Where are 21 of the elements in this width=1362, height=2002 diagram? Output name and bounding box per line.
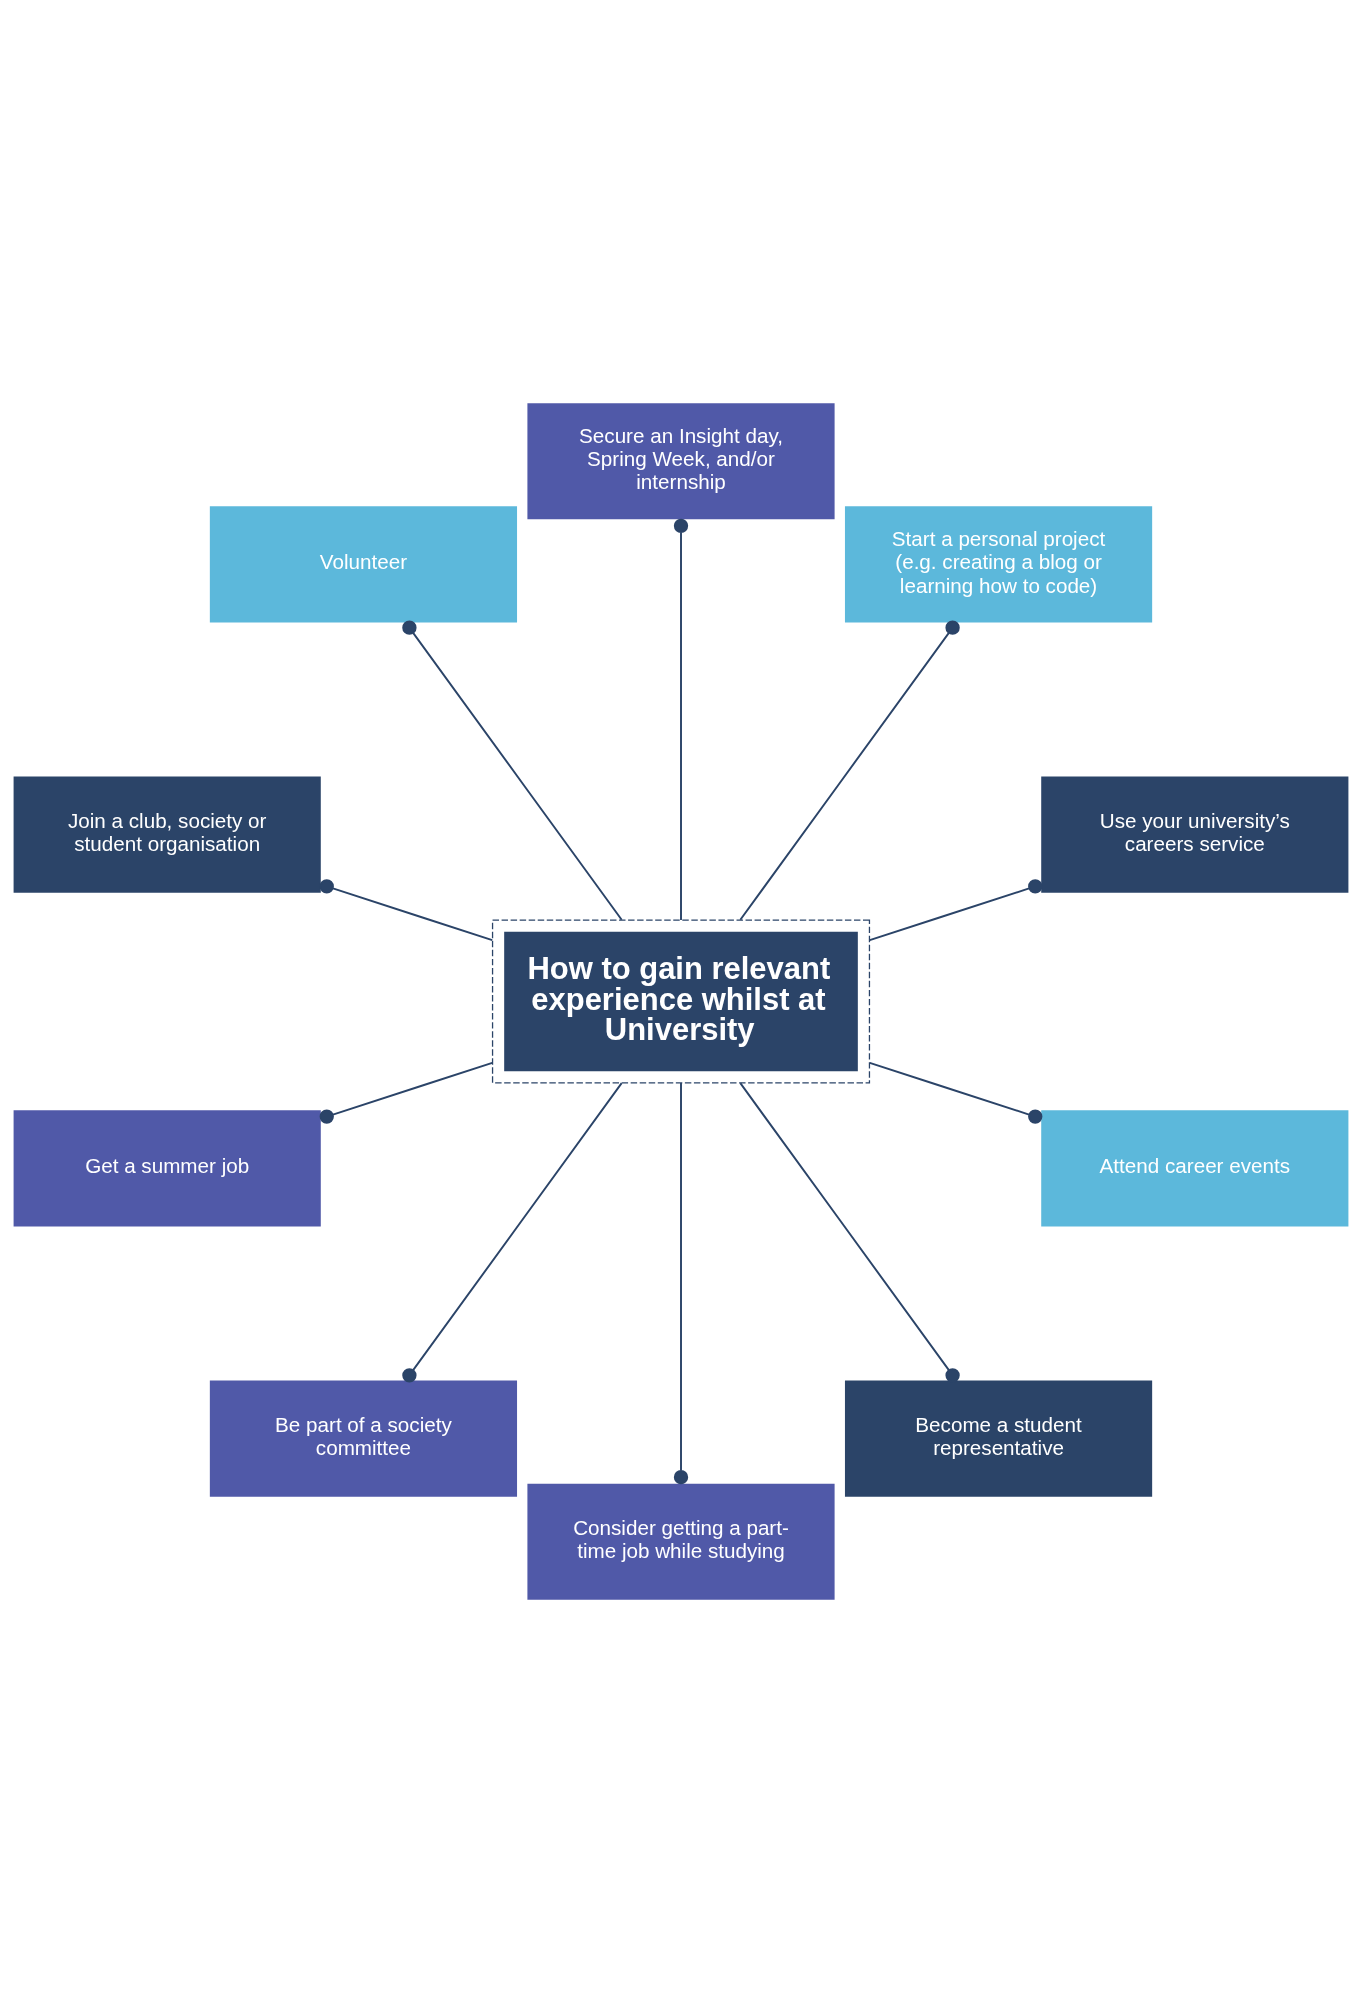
node-box: Be part of a society committee	[209, 1380, 518, 1497]
connector	[673, 518, 689, 921]
connector	[402, 620, 623, 921]
node-box: Secure an Insight day, Spring Week, and/or internship	[527, 402, 835, 519]
node-box: Join a club, society or student organisation	[13, 775, 321, 893]
node-box: Consider getting a part-time job while studying	[527, 1483, 835, 1600]
node-box: Use your university’s careers service	[1041, 775, 1349, 893]
node-box: How to gain relevant experience whilst at University	[491, 919, 871, 1083]
connector	[739, 1081, 960, 1382]
connector	[739, 620, 960, 921]
node-box: Become a student representative	[844, 1380, 1153, 1497]
node-box: Volunteer	[209, 505, 518, 622]
node-box: Start a personal project (e.g. creating a blog or learning how to code)	[844, 505, 1153, 622]
connector	[319, 878, 494, 941]
connector	[868, 878, 1043, 941]
node-box: Get a summer job	[13, 1109, 321, 1227]
connector	[402, 1081, 623, 1382]
node-box: Attend career events	[1041, 1109, 1349, 1227]
connector	[868, 1061, 1043, 1124]
connector	[319, 1061, 494, 1124]
connector	[673, 1081, 689, 1484]
